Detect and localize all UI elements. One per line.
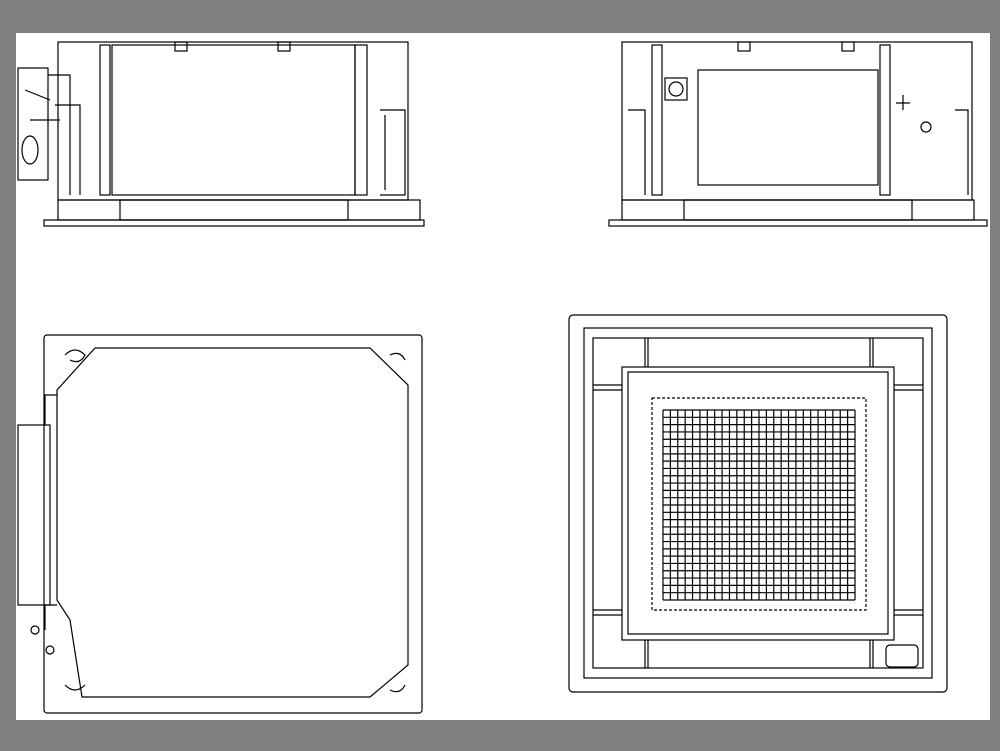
- grille-border: [651, 397, 867, 611]
- top-plan: [17, 334, 423, 714]
- bottom-grille-plan: [568, 314, 948, 693]
- side-elevation-right: [608, 41, 988, 227]
- side-elevation-left: [17, 41, 425, 227]
- grille-grid: [651, 397, 867, 611]
- drawing-sheet: [16, 33, 990, 720]
